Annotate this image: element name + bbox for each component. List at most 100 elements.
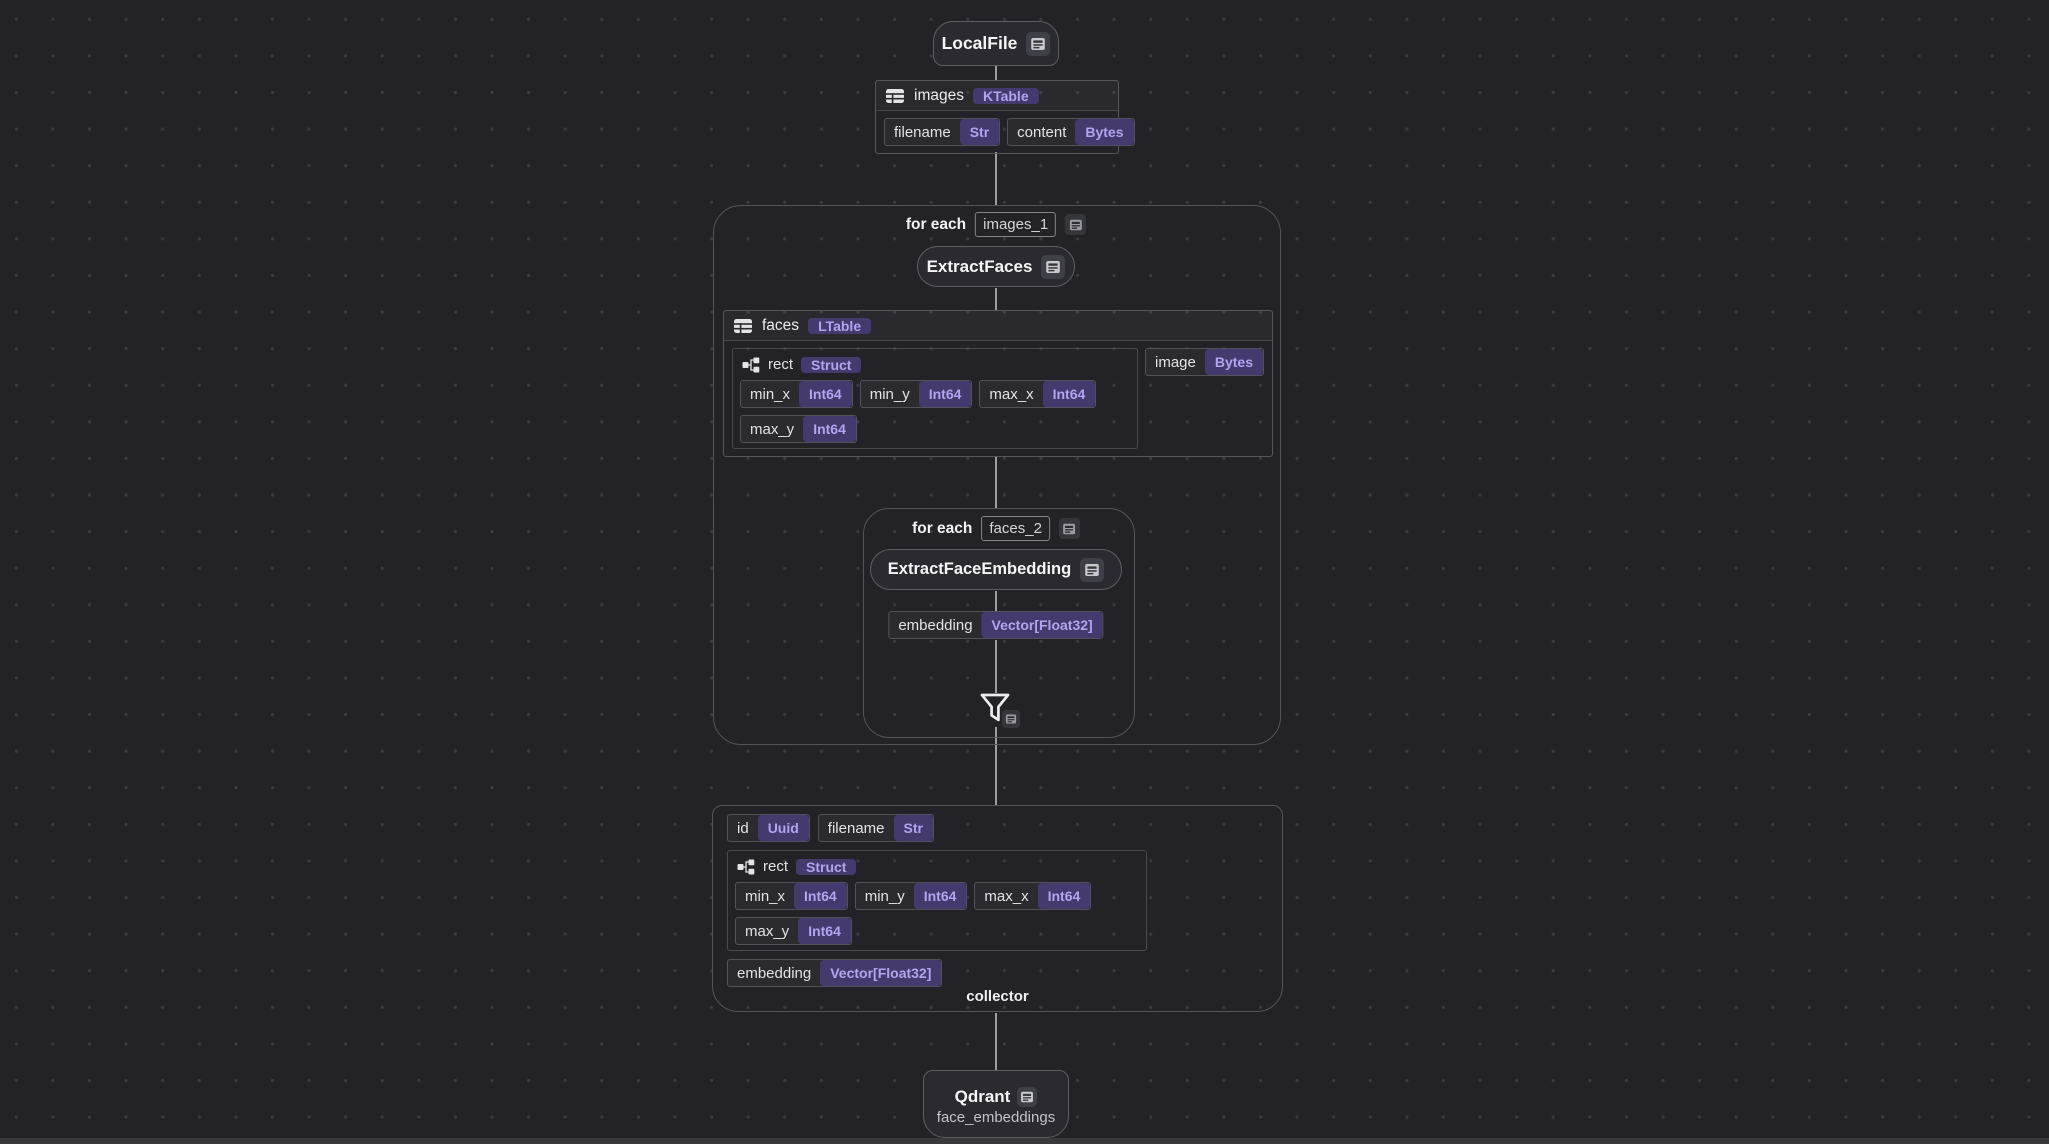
type-badge: Int64 [913, 883, 967, 909]
field-min_x[interactable]: min_x Int64 [735, 882, 848, 910]
doc-icon [1031, 37, 1046, 50]
edge-collector-qdrant [995, 1013, 997, 1071]
funnel-icon [980, 693, 1010, 722]
faces-kind-badge: LTable [808, 317, 872, 334]
foreach-label: for each [905, 215, 967, 233]
qdrant-node[interactable]: Qdrant face_embeddings [923, 1070, 1069, 1138]
field-content[interactable]: content Bytes [1007, 118, 1135, 146]
bottom-scrollbar[interactable] [0, 1138, 2049, 1144]
type-badge: Int64 [798, 918, 851, 944]
foreach-scope-images_1[interactable]: images_1 [975, 212, 1057, 237]
faces-table[interactable]: faces LTable rect Struct min_x [723, 310, 1273, 457]
images-table[interactable]: images KTable filename Str content Bytes [875, 80, 1135, 154]
foreach-label: for each [912, 519, 973, 537]
doc-icon [1063, 523, 1076, 534]
field-label: image [1155, 353, 1196, 371]
field-filename[interactable]: filename Str [817, 814, 934, 842]
field-label: max_y [750, 420, 795, 438]
field-label: min_y [864, 887, 905, 905]
collector-row: id Uuid filename Str [727, 814, 1268, 842]
type-badge: Vector[Float32] [981, 612, 1103, 638]
foreach-faces-row: for each faces_2 [912, 516, 1080, 541]
extractfaces-node[interactable]: ExtractFaces [917, 246, 1075, 287]
field-label: min_x [750, 385, 791, 403]
type-badge: Uuid [757, 815, 809, 841]
table-icon [734, 318, 752, 333]
doc-icon [1069, 219, 1082, 230]
extractfaceembedding-node[interactable]: ExtractFaceEmbedding [870, 549, 1122, 590]
type-badge: Int64 [799, 381, 852, 407]
localfile-node[interactable]: LocalFile [933, 21, 1059, 66]
faces-table-name: faces [762, 316, 800, 334]
field-image[interactable]: image Bytes [1145, 348, 1264, 376]
images-kind-badge: KTable [972, 87, 1039, 104]
faces-rect-struct[interactable]: rect Struct min_x Int64 min_y Int64 max_… [732, 348, 1138, 449]
type-badge: Int64 [794, 883, 847, 909]
foreach-faces-container [863, 508, 1135, 738]
filter-doc-icon[interactable] [1002, 710, 1020, 728]
faces-rect-fields: min_x Int64 min_y Int64 max_x Int64 max_… [740, 380, 1130, 443]
localfile-title: LocalFile [941, 33, 1018, 53]
extractfaceembedding-title: ExtractFaceEmbedding [887, 560, 1072, 578]
qdrant-subtitle: face_embeddings [936, 1108, 1056, 1126]
collector-label: collector [966, 988, 1029, 1005]
extractfaces-doc-icon[interactable] [1041, 254, 1066, 279]
field-filename[interactable]: filename Str [884, 118, 1001, 146]
table-icon [886, 88, 904, 103]
foreach-scope-faces_2[interactable]: faces_2 [981, 516, 1050, 541]
field-max_y[interactable]: max_y Int64 [735, 917, 852, 945]
collector-rect-struct[interactable]: rect Struct min_x Int64 min_y Int64 max_… [727, 850, 1147, 951]
edge-embedding-filter [995, 640, 997, 693]
faces-rect-name: rect [768, 356, 794, 373]
type-badge: Bytes [1204, 349, 1263, 375]
field-max_x[interactable]: max_x Int64 [979, 380, 1097, 408]
field-content-label: content [1017, 123, 1067, 141]
faces-table-header: faces LTable [724, 311, 1272, 341]
doc-icon [1021, 1091, 1034, 1102]
field-id[interactable]: id Uuid [727, 814, 810, 842]
qdrant-title: Qdrant [954, 1086, 1011, 1106]
field-label: max_x [984, 887, 1029, 905]
doc-icon [1085, 563, 1099, 576]
collector-rect-head: rect Struct [737, 858, 1139, 875]
field-label: max_y [745, 922, 790, 940]
field-min_y[interactable]: min_y Int64 [859, 380, 973, 408]
field-max_x[interactable]: max_x Int64 [974, 882, 1092, 910]
collector-rect-fields: min_x Int64 min_y Int64 max_x Int64 max_… [735, 882, 1139, 945]
field-min_y[interactable]: min_y Int64 [854, 882, 968, 910]
type-badge: Str [959, 119, 1000, 145]
type-badge: Int64 [918, 381, 972, 407]
edge-filter-collector [995, 727, 997, 806]
collector-rect-name: rect [763, 858, 789, 875]
field-embedding[interactable]: embedding Vector[Float32] [888, 611, 1104, 639]
qdrant-doc-icon[interactable] [1017, 1086, 1038, 1107]
type-badge: Int64 [803, 416, 856, 442]
foreach-images-doc-icon[interactable] [1065, 214, 1087, 235]
qdrant-title-row: Qdrant [954, 1086, 1038, 1107]
struct-icon [737, 859, 755, 874]
collector-box[interactable]: id Uuid filename Str rect Struct [712, 805, 1283, 1012]
filter-step[interactable] [978, 691, 1020, 728]
field-label: id [737, 819, 749, 837]
field-label: filename [827, 819, 885, 837]
type-badge: Struct [796, 858, 857, 875]
localfile-doc-icon[interactable] [1026, 31, 1051, 56]
edge-images-foreach [995, 152, 997, 206]
images-table-body: filename Str content Bytes [876, 111, 1135, 153]
type-badge: Int64 [1042, 381, 1096, 407]
edge-localfile-images [995, 66, 997, 80]
foreach-images-container [713, 205, 1281, 745]
field-embedding[interactable]: embedding Vector[Float32] [727, 959, 943, 987]
field-label: max_x [989, 385, 1034, 403]
field-max_y[interactable]: max_y Int64 [740, 415, 857, 443]
type-badge: Bytes [1075, 119, 1134, 145]
foreach-faces-doc-icon[interactable] [1058, 518, 1080, 539]
field-min_x[interactable]: min_x Int64 [740, 380, 853, 408]
type-badge: Vector[Float32] [820, 960, 942, 986]
type-badge: Struct [801, 356, 862, 373]
edge-faces-foreach2 [995, 456, 997, 509]
extractfaceembedding-doc-icon[interactable] [1080, 557, 1105, 582]
doc-icon [1005, 714, 1017, 724]
extractfaces-title: ExtractFaces [926, 256, 1033, 276]
